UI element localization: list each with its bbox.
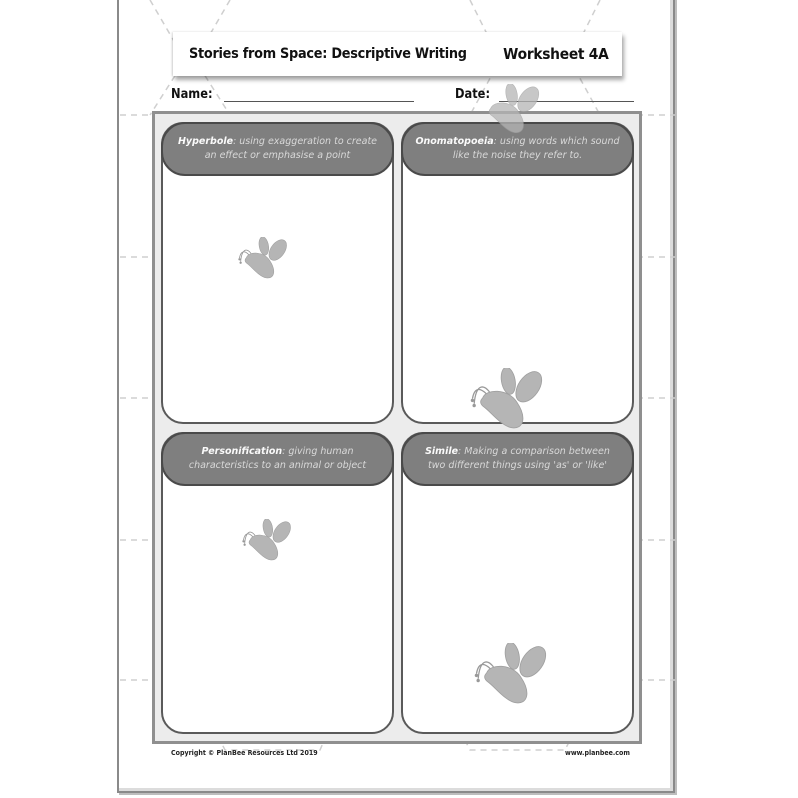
card-personification[interactable]: Personification: giving human characteri… bbox=[161, 432, 394, 734]
name-label: Name: bbox=[171, 87, 213, 102]
website-link[interactable]: www.planbee.com bbox=[565, 749, 630, 757]
definition: : using exaggeration to create an effect… bbox=[204, 136, 378, 161]
definition: : giving human characteristics to an ani… bbox=[188, 446, 367, 471]
worksheet-title: Stories from Space: Descriptive Writing bbox=[189, 46, 467, 62]
card-header: Hyperbole: using exaggeration to create … bbox=[161, 122, 394, 176]
definition: : Making a comparison between two differ… bbox=[428, 446, 610, 471]
worksheet-number: Worksheet 4A bbox=[502, 45, 609, 63]
card-header: Personification: giving human characteri… bbox=[161, 432, 394, 486]
date-input-line[interactable] bbox=[498, 87, 634, 102]
card-hyperbole[interactable]: Hyperbole: using exaggeration to create … bbox=[161, 122, 394, 424]
bee-icon bbox=[470, 368, 543, 429]
bee-icon bbox=[488, 84, 540, 133]
name-input-line[interactable] bbox=[224, 87, 415, 102]
copyright-text: Copyright © PlanBee Resources Ltd 2019 bbox=[171, 749, 318, 757]
term: Simile bbox=[425, 446, 459, 457]
definition: : using words which sound like the noise… bbox=[452, 136, 620, 161]
bee-icon bbox=[242, 519, 291, 561]
date-field[interactable]: Date: bbox=[455, 87, 634, 102]
term: Hyperbole bbox=[177, 136, 234, 147]
card-header: Simile: Making a comparison between two … bbox=[401, 432, 634, 486]
date-label: Date: bbox=[455, 87, 491, 102]
term: Onomatopoeia bbox=[415, 136, 494, 147]
bee-icon bbox=[238, 237, 287, 279]
bee-icon bbox=[474, 643, 547, 704]
cards-frame: Hyperbole: using exaggeration to create … bbox=[152, 111, 642, 744]
name-field[interactable]: Name: bbox=[171, 87, 415, 102]
term: Personification bbox=[201, 446, 283, 457]
title-banner: Stories from Space: Descriptive Writing … bbox=[173, 32, 622, 76]
